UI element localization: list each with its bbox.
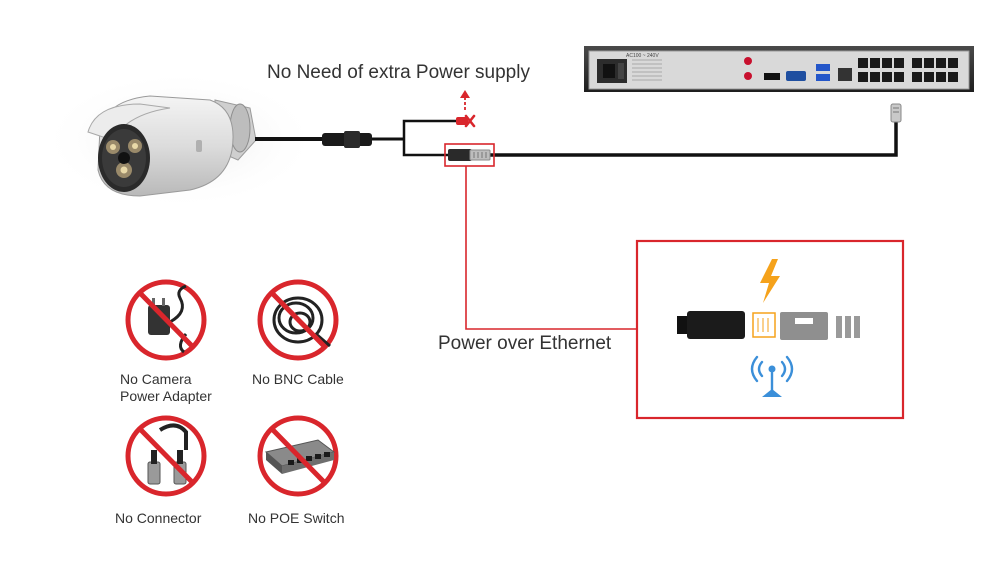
no-connector-icon — [125, 415, 207, 497]
nvr-voltage-label: AC100 ~ 240V — [626, 53, 659, 59]
no-poe-switch-icon — [257, 415, 339, 497]
callout-line — [465, 166, 636, 330]
no-bnc-label: No BNC Cable — [252, 371, 344, 387]
poe-nvr — [584, 46, 974, 92]
no-adapter-icon — [125, 279, 207, 361]
connector-highlight-box — [444, 143, 495, 167]
no-bnc-cable-icon — [257, 279, 339, 361]
lightning-bolt-icon — [760, 259, 780, 303]
poe-label: Power over Ethernet — [438, 333, 612, 354]
bullet-camera — [87, 95, 257, 197]
nvr-rj45-plug — [890, 103, 902, 123]
power-plug — [456, 117, 468, 125]
no-extra-power-label: No Need of extra Power supply — [267, 62, 530, 83]
no-connector-label: No Connector — [115, 510, 202, 526]
up-arrow-icon — [460, 90, 470, 110]
no-switch-label: No POE Switch — [248, 510, 345, 526]
ethernet-plug-detail — [677, 311, 860, 340]
cables — [255, 119, 898, 157]
rj45-connector — [448, 149, 491, 161]
no-adapter-label: No Camera Power Adapter — [120, 371, 212, 404]
x-mark-icon — [464, 114, 476, 128]
wireless-antenna-icon — [750, 355, 794, 397]
